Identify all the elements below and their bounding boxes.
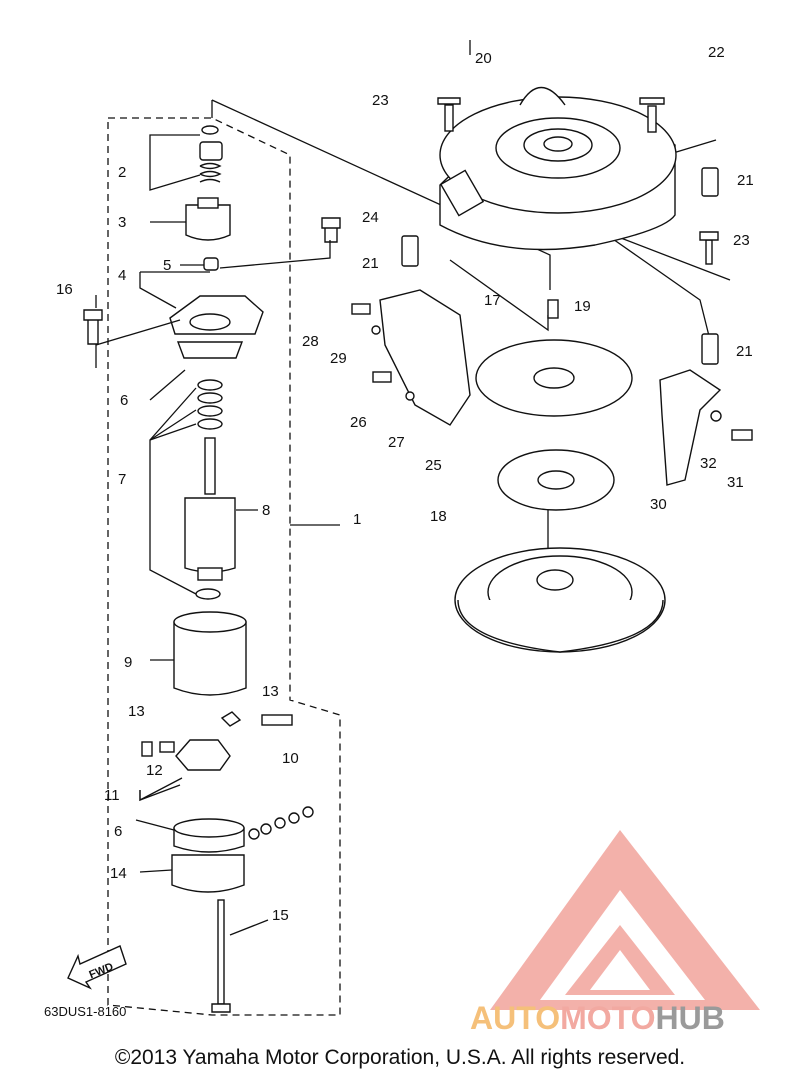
copyright-notice: ©2013 Yamaha Motor Corporation, U.S.A. A… [114, 1046, 686, 1069]
part-number: 21 [362, 255, 379, 272]
part-number: 18 [430, 508, 447, 525]
part-number: 6 [120, 392, 128, 409]
part-number: 27 [388, 434, 405, 451]
part-number: 2 [118, 164, 126, 181]
part-number: 29 [330, 350, 347, 367]
part-number: 1 [353, 511, 361, 528]
part-number: 11 [104, 787, 120, 804]
part-number: 22 [708, 44, 725, 61]
part-number: 20 [475, 50, 492, 67]
part-number: 21 [737, 172, 754, 189]
part-number: 28 [302, 333, 319, 350]
part-number: 23 [733, 232, 750, 249]
part-number: 7 [118, 471, 126, 488]
part-number: 30 [650, 496, 667, 513]
part-number: 16 [56, 281, 73, 298]
part-number: 4 [118, 267, 126, 284]
part-number: 8 [262, 502, 270, 519]
automotohub-logo [490, 830, 760, 1010]
part-number: 6 [114, 823, 122, 840]
starter-motor-parts [83, 125, 341, 1013]
part-number-labels: 1 2 3 4 5 6 6 7 8 9 10 11 12 13 13 14 15… [56, 44, 754, 924]
part-number: 13 [128, 703, 145, 720]
part-number: 32 [700, 455, 717, 472]
part-number: 23 [372, 92, 389, 109]
part-number: 14 [110, 865, 127, 882]
part-number: 24 [362, 209, 379, 226]
part-number: 12 [146, 762, 163, 779]
part-number: 9 [124, 654, 132, 671]
part-number: 13 [262, 683, 279, 700]
part-number: 25 [425, 457, 442, 474]
part-number: 19 [574, 298, 591, 315]
part-number: 21 [736, 343, 753, 360]
watermark-auto: AUTO [470, 1000, 561, 1036]
part-number: 10 [282, 750, 299, 767]
watermark-hub: HUB [655, 1000, 725, 1036]
part-number: 31 [727, 474, 744, 491]
diagram-code: 63DUS1-8160 [44, 1004, 127, 1019]
part-number: 26 [350, 414, 367, 431]
assembly-outline [107, 117, 341, 1016]
watermark-text: AUTOMOTOHUB [470, 1000, 725, 1037]
part-number: 5 [163, 257, 171, 274]
fwd-arrow-icon: FWD [67, 945, 127, 990]
part-number: 17 [484, 292, 501, 309]
flywheel-parts [351, 87, 753, 653]
watermark-moto: MOTO [560, 1000, 656, 1036]
part-number: 3 [118, 214, 126, 231]
part-number: 15 [272, 907, 289, 924]
